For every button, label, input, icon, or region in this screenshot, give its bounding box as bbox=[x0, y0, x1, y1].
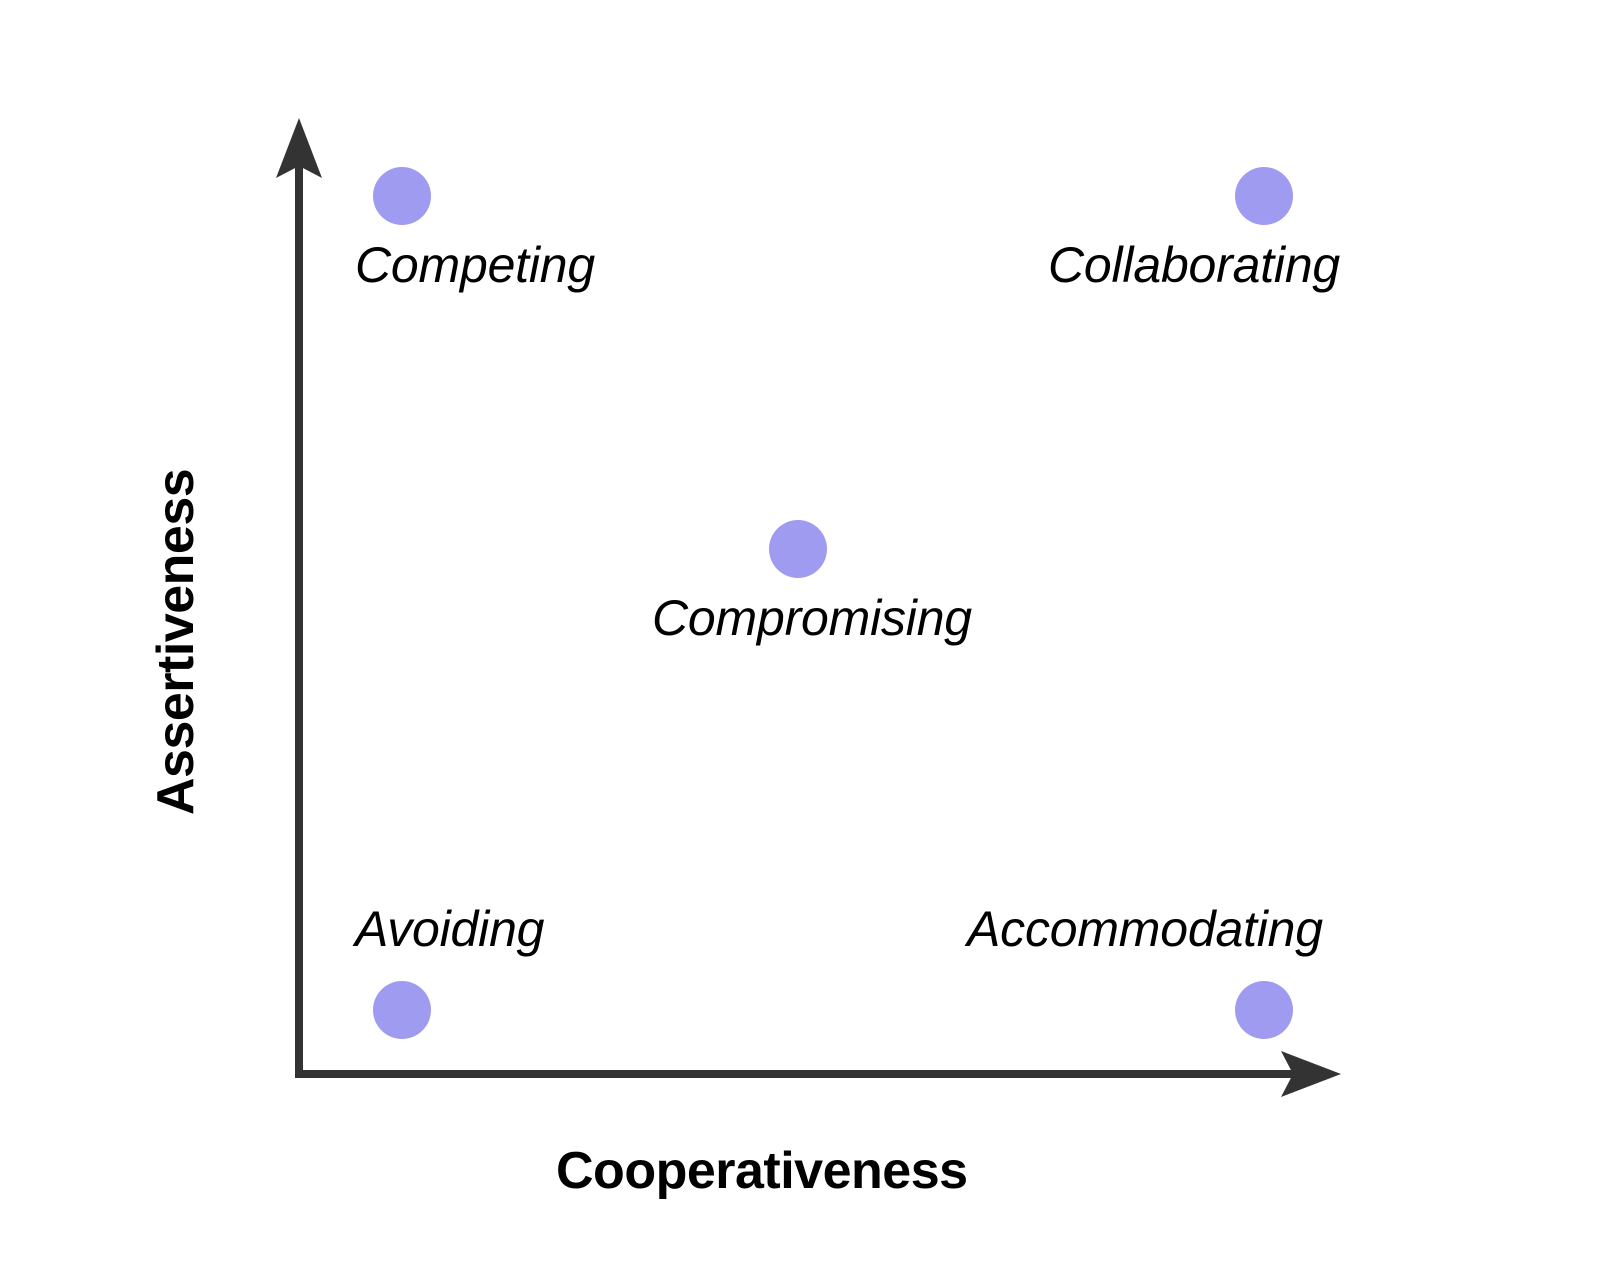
y-axis-arrowhead bbox=[276, 118, 322, 178]
label-avoiding: Avoiding bbox=[355, 901, 545, 957]
label-competing: Competing bbox=[355, 237, 595, 293]
y-axis-line bbox=[295, 150, 303, 1078]
x-axis-line bbox=[295, 1070, 1307, 1078]
label-accommodating: Accommodating bbox=[967, 901, 1323, 957]
x-axis-arrowhead bbox=[1281, 1051, 1341, 1097]
data-point-competing[interactable] bbox=[373, 167, 431, 225]
data-point-collaborating[interactable] bbox=[1235, 167, 1293, 225]
data-point-accommodating[interactable] bbox=[1235, 981, 1293, 1039]
label-compromising: Compromising bbox=[652, 590, 972, 646]
data-point-avoiding[interactable] bbox=[373, 981, 431, 1039]
data-point-compromising[interactable] bbox=[769, 520, 827, 578]
y-axis-title: Assertiveness bbox=[147, 468, 205, 815]
x-axis-title: Cooperativeness bbox=[556, 1142, 968, 1200]
label-collaborating: Collaborating bbox=[1048, 237, 1341, 293]
